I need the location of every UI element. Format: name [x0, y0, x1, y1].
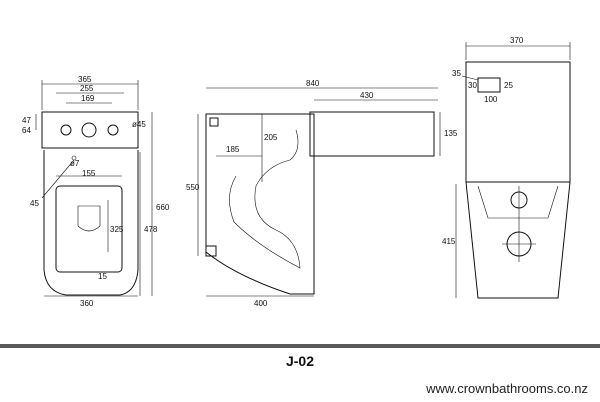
side-foot-detail: [205, 245, 217, 257]
dim-side-840: 840: [306, 79, 320, 88]
dim-front-47: 47: [22, 116, 31, 125]
footer-divider: [0, 344, 600, 348]
side-tank: [309, 111, 435, 157]
dim-back-100: 100: [484, 95, 498, 104]
front-leader: [41, 159, 75, 199]
dim-back-370: 370: [510, 36, 524, 45]
back-bowl-inner: [477, 185, 559, 219]
side-body: [205, 113, 315, 295]
website-url[interactable]: www.crownbathrooms.co.nz: [426, 381, 588, 396]
side-view: 840 430 135 205 185 550 400: [186, 79, 458, 308]
front-flush-hole-left: [60, 124, 72, 136]
dim-front-478: 478: [144, 225, 158, 234]
model-number: J-02: [285, 353, 315, 369]
dim-front-169: 169: [81, 94, 95, 103]
dim-front-64: 64: [22, 126, 31, 135]
front-tank: [41, 111, 139, 149]
dim-back-415: 415: [442, 237, 456, 246]
dim-side-400: 400: [254, 299, 268, 308]
dim-back-25: 25: [504, 81, 513, 90]
dim-front-45: 45: [30, 199, 39, 208]
front-flush-button-hole: [81, 122, 97, 138]
front-seat-opening: [55, 185, 123, 273]
front-outlet: [77, 205, 101, 232]
back-inlet-box: [477, 77, 501, 93]
dim-side-430: 430: [360, 91, 374, 100]
front-view: 365 255 169 47 64 ø45 ø7 155 325 660 478…: [22, 75, 170, 308]
dim-side-135: 135: [444, 129, 458, 138]
back-tank: [465, 61, 571, 183]
dim-front-hole: ø45: [132, 120, 146, 129]
dim-front-365: 365: [78, 75, 92, 84]
dim-back-30: 30: [468, 81, 477, 90]
side-corner-detail: [209, 117, 219, 127]
front-bowl: [43, 150, 139, 296]
side-trapway: [229, 129, 301, 269]
dim-front-360: 360: [80, 299, 94, 308]
dim-front-325: 325: [110, 225, 124, 234]
dim-front-660: 660: [156, 203, 170, 212]
dim-front-dia-small: ø7: [70, 159, 80, 168]
dim-side-185: 185: [226, 145, 240, 154]
technical-drawing: 365 255 169 47 64 ø45 ø7 155 325 660 478…: [22, 36, 571, 308]
dim-front-255: 255: [80, 84, 94, 93]
back-bowl: [465, 181, 571, 299]
dim-front-155: 155: [82, 169, 96, 178]
back-view: 370 35 30 25 100 415: [442, 36, 571, 299]
dim-side-550: 550: [186, 183, 200, 192]
dim-back-35: 35: [452, 69, 461, 78]
dim-front-15: 15: [98, 272, 107, 281]
front-flush-hole-right: [107, 124, 119, 136]
dim-side-205: 205: [264, 133, 278, 142]
